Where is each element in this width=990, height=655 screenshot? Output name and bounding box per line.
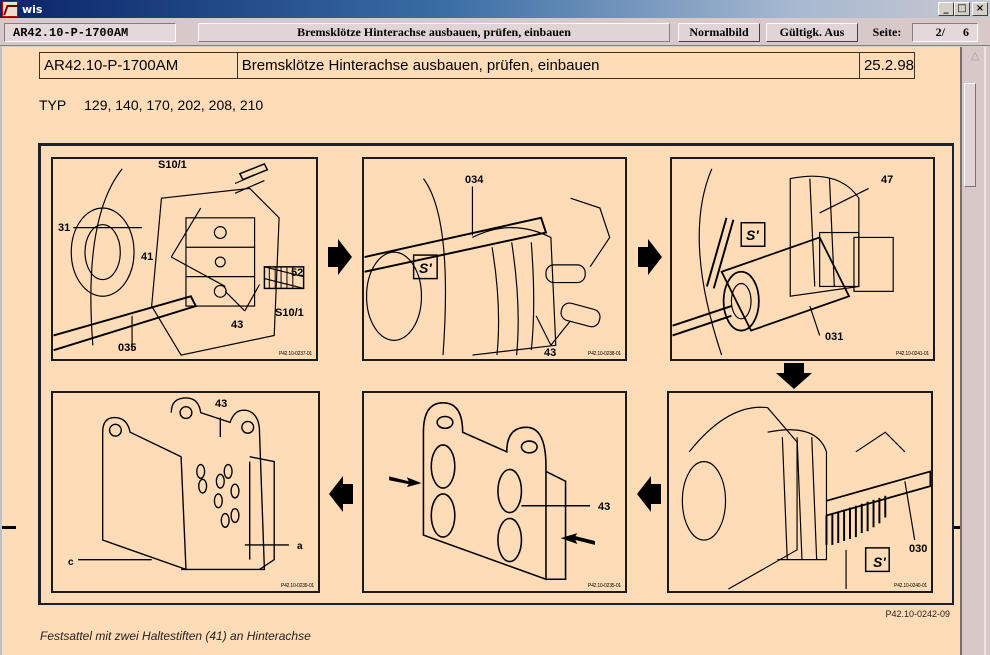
page-label: Seite: — [872, 25, 902, 39]
normalbild-button[interactable]: Normalbild — [678, 23, 760, 42]
scroll-up-arrow-icon[interactable]: △ — [970, 50, 980, 62]
left-margin-tick — [2, 526, 16, 529]
arrow-right-icon — [328, 239, 352, 275]
maximize-button[interactable]: □ — [954, 2, 970, 16]
header-doc-id: AR42.10-P-1700AM — [40, 53, 238, 78]
caliper-pins-drawing — [53, 162, 305, 356]
arrow-right-icon — [638, 239, 662, 275]
panel-figure-code: P42.10-0237-01 — [278, 351, 312, 357]
label-43: 43 — [231, 319, 244, 331]
left-window-edge — [0, 47, 2, 655]
figure-code: P42.10-0242-09 — [885, 609, 950, 619]
window-controls: _ □ × — [938, 2, 988, 16]
page-current: 2/ — [935, 25, 945, 39]
gueltigkeit-button[interactable]: Gültigk. Aus — [766, 23, 858, 42]
illustration-panel-3: 47 031 S' P42.10-0241-01 — [670, 157, 935, 361]
figure-caption: Festsattel mit zwei Haltestiften (41) an… — [40, 629, 311, 643]
special-tool-icon: S' — [873, 554, 886, 570]
illustration-panel-1: S10/1 31 41 52 S10/1 43 035 P42.10-0237-… — [51, 157, 318, 361]
label-s10-1-bottom: S10/1 — [275, 307, 304, 319]
special-tool-icon: S' — [419, 260, 432, 276]
arrow-down-icon — [776, 363, 812, 389]
typ-label: TYP — [39, 97, 67, 113]
vertical-scrollbar[interactable]: △ — [960, 47, 990, 655]
panel-figure-code: P42.10-0238-01 — [587, 351, 621, 357]
label-031: 031 — [825, 331, 844, 343]
header-doc-title: Bremsklötze Hinterachse ausbauen, prüfen… — [238, 53, 860, 78]
illustration-panel-6: 030 S' P42.10-0240-01 — [667, 391, 933, 593]
close-button[interactable]: × — [972, 2, 988, 16]
illustration-figure[interactable]: S10/1 31 41 52 S10/1 43 035 P42.10-0237-… — [38, 143, 954, 605]
label-s10-1-top: S10/1 — [158, 159, 187, 171]
label-c: c — [68, 557, 74, 568]
illustration-panel-4: 43 c a P42.10-0239-01 — [51, 391, 320, 593]
right-margin-tick — [954, 526, 960, 529]
arrow-left-icon — [329, 476, 353, 512]
document-header-table: AR42.10-P-1700AM Bremsklötze Hinterachse… — [39, 52, 915, 79]
label-43: 43 — [598, 501, 611, 513]
toolbar: AR42.10-P-1700AM Bremsklötze Hinterachse… — [0, 18, 990, 46]
label-43: 43 — [544, 347, 557, 359]
scroll-track — [984, 47, 986, 655]
typ-values: 129, 140, 170, 202, 208, 210 — [84, 97, 264, 113]
pin-drift-drawing — [364, 178, 611, 356]
document-view: AR42.10-P-1700AM Bremsklötze Hinterachse… — [2, 47, 960, 655]
label-43: 43 — [215, 398, 228, 410]
window-title: wis — [22, 2, 43, 16]
minimize-button[interactable]: _ — [938, 2, 954, 16]
arrow-left-icon — [637, 476, 661, 512]
page-total: 6 — [963, 25, 969, 39]
label-47: 47 — [881, 174, 894, 186]
scroll-thumb[interactable] — [964, 83, 976, 187]
doc-title-field: Bremsklötze Hinterachse ausbauen, prüfen… — [198, 23, 670, 42]
model-types: TYP 129, 140, 170, 202, 208, 210 — [39, 97, 263, 113]
brake-pad-check-drawing — [389, 402, 595, 581]
page-indicator[interactable]: 2/ 6 — [912, 23, 978, 42]
panel-figure-code: P42.10-0235-01 — [587, 583, 621, 589]
panel-figure-code: P42.10-0241-01 — [895, 351, 929, 357]
panel-figure-code: P42.10-0239-01 — [280, 583, 314, 589]
label-035: 035 — [118, 342, 137, 354]
label-52: 52 — [291, 267, 304, 279]
window-titlebar: wis _ □ × — [0, 0, 990, 18]
panel-figure-code: P42.10-0240-01 — [893, 583, 927, 589]
app-icon — [2, 1, 18, 17]
special-tool-icon: S' — [746, 227, 759, 243]
brake-pad-wear-drawing — [78, 397, 289, 571]
label-030: 030 — [909, 543, 928, 555]
caliper-cleaning-drawing — [681, 406, 931, 590]
illustration-panel-5: 43 P42.10-0235-01 — [362, 391, 627, 593]
label-034: 034 — [465, 174, 484, 186]
piston-pusher-drawing — [672, 168, 894, 356]
label-a: a — [297, 541, 303, 552]
header-doc-date: 25.2.98 — [863, 57, 914, 74]
label-31: 31 — [58, 222, 71, 234]
illustration-panel-2: 034 43 S' P42.10-0238-01 — [362, 157, 627, 361]
doc-id-field[interactable]: AR42.10-P-1700AM — [4, 23, 176, 42]
label-41: 41 — [141, 251, 154, 263]
